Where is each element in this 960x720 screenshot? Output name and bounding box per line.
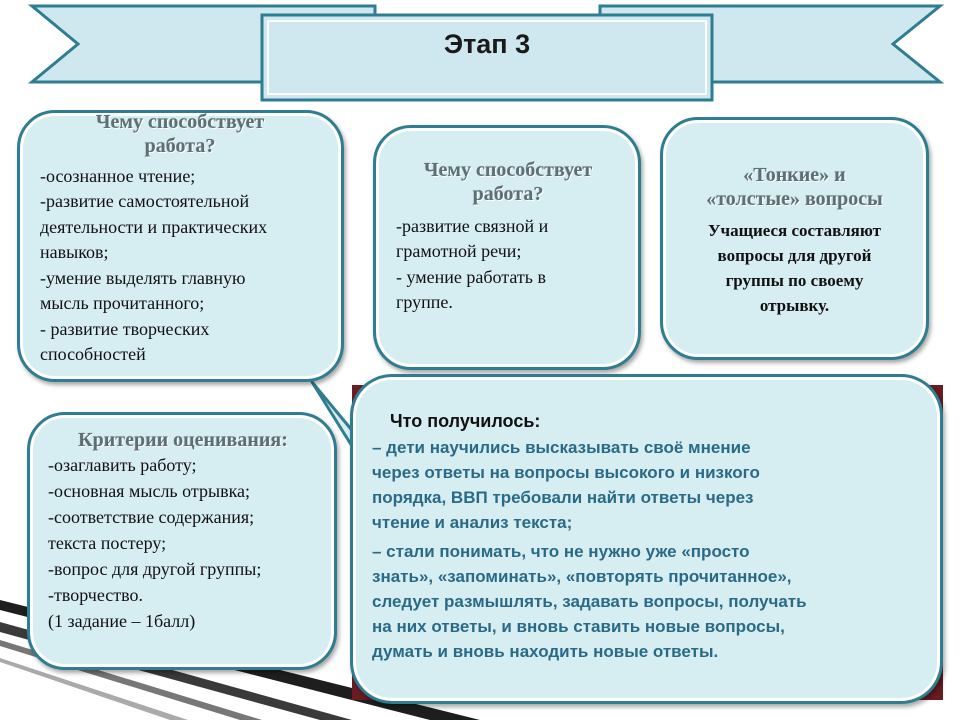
criteria-box xyxy=(27,412,337,670)
criteria-heading: Критерии оценивания: xyxy=(78,429,288,451)
criteria-item: -соответствие содержания; xyxy=(48,507,255,527)
result-line: порядка, ВВП требовали найти ответы чере… xyxy=(372,488,754,507)
benefit-item: -умение выделять главную xyxy=(40,268,246,288)
benefit-item: -развитие самостоятельной xyxy=(40,191,250,211)
benefit-item: грамотной речи; xyxy=(396,241,522,261)
benefit-item: -развитие связной и xyxy=(396,216,549,236)
benefit-item: навыков; xyxy=(40,242,109,262)
questions-box xyxy=(660,117,929,360)
questions-text: Учащиеся составляют xyxy=(708,221,881,240)
page-title: Этап 3 xyxy=(443,29,531,59)
criteria-item: -творчество. xyxy=(48,585,144,605)
benefit-item: - развитие творческих xyxy=(40,319,210,339)
benefit-item: способностей xyxy=(40,344,146,364)
questions-text: отрывку. xyxy=(759,296,830,315)
benefits-heading-left: Чему способствует работа? xyxy=(95,111,265,157)
benefit-item: деятельности и практических xyxy=(40,217,268,237)
criteria-item: -основная мысль отрывка; xyxy=(48,481,251,501)
criteria-item: текста постеру; xyxy=(48,533,167,553)
result-line: думать и вновь находить новые ответы. xyxy=(372,642,719,661)
criteria-item: -озаглавить работу; xyxy=(48,455,197,475)
benefits-heading-middle: Чему способствует работа? xyxy=(423,159,593,205)
benefit-item: группе. xyxy=(396,292,453,312)
benefit-item: -осознанное чтение; xyxy=(40,166,196,186)
result-line: чтение и анализ текста; xyxy=(372,513,573,532)
questions-text: группы по своему xyxy=(725,271,864,290)
benefit-item: - умение работать в xyxy=(396,267,546,287)
result-line: знать», «запоминать», «повторять прочита… xyxy=(372,567,792,586)
questions-text: вопросы для другой xyxy=(717,246,872,265)
result-line: – дети научились высказывать своё мнение xyxy=(372,438,751,457)
questions-heading: «Тонкие» и «толстые» вопросы xyxy=(706,164,883,210)
benefits-box-middle xyxy=(373,125,641,370)
result-line: – стали понимать, что не нужно уже «прос… xyxy=(372,542,750,561)
benefits-box-left xyxy=(17,110,344,382)
criteria-item: -вопрос для другой группы; xyxy=(48,559,262,579)
result-line: на них ответы, и вновь ставить новые воп… xyxy=(372,617,785,636)
banner-center xyxy=(260,13,714,102)
result-box xyxy=(350,374,943,704)
result-line: следует размышлять, задавать вопросы, по… xyxy=(372,592,807,611)
result-heading: Что получилось: xyxy=(390,411,541,431)
criteria-score: (1 задание – 1балл) xyxy=(48,611,196,631)
result-line: через ответы на вопросы высокого и низко… xyxy=(372,463,760,482)
benefit-item: мысль прочитанного; xyxy=(40,293,205,313)
